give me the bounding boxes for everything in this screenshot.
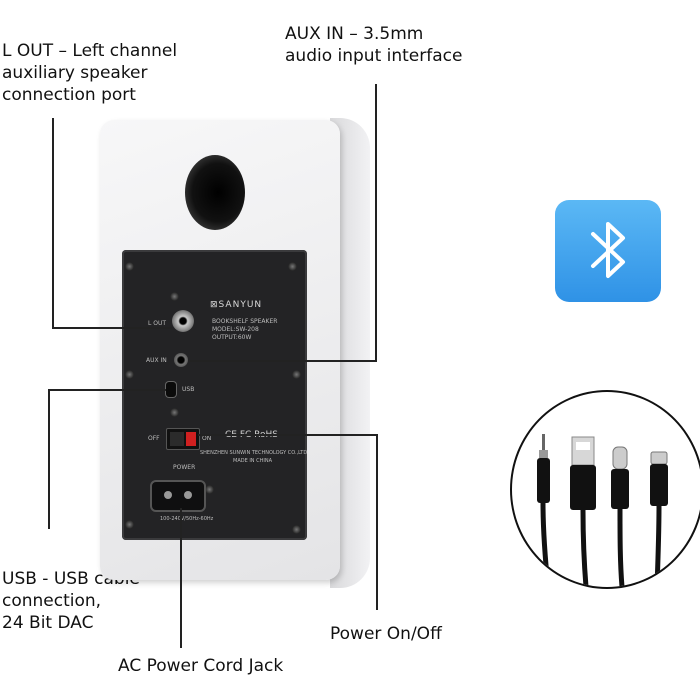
screw	[288, 262, 297, 271]
screw	[125, 262, 134, 271]
maker-line-1: SHENZHEN SUNWIN TECHNOLOGY CO.,LTD	[200, 450, 308, 456]
aux-leader-v	[375, 84, 377, 362]
ac-callout: AC Power Cord Jack	[118, 656, 284, 676]
aux-callout-line-2: audio input interface	[285, 46, 463, 66]
lout-panel-label: L OUT	[148, 320, 167, 327]
usb-leader-v	[48, 389, 50, 529]
power-panel-label: POWER	[173, 464, 196, 471]
screw	[292, 525, 301, 534]
maker-line-2: MADE IN CHINA	[233, 458, 273, 464]
lout-callout-line-1: L OUT – Left channel	[2, 41, 178, 61]
lout-callout-line-3: connection port	[2, 85, 136, 105]
usb-leader-h	[48, 389, 166, 391]
aux-callout-line-1: AUX IN – 3.5mm	[285, 24, 424, 44]
power-rating: 100-240V/50Hz-60Hz	[160, 516, 214, 522]
bluetooth-icon	[591, 222, 625, 278]
lout-callout: L OUT – Left channel auxiliary speaker c…	[2, 40, 177, 106]
model-line-2: MODEL:SW-208	[212, 326, 259, 333]
screw	[292, 370, 301, 379]
ac-leader-v	[180, 508, 182, 648]
bass-port	[185, 155, 245, 230]
usb-panel-label: USB	[182, 386, 195, 393]
brand-name: SANYUN	[218, 300, 263, 310]
ac-power-jack[interactable]	[150, 480, 206, 512]
lout-callout-line-2: auxiliary speaker	[2, 63, 148, 83]
power-switch[interactable]	[166, 428, 200, 450]
switch-on-half	[186, 432, 196, 446]
switch-off-half	[170, 432, 184, 446]
screw	[205, 485, 214, 494]
cables-illustration	[510, 390, 700, 589]
screw	[170, 292, 179, 301]
audio-3.5mm-plug-icon	[537, 434, 551, 587]
power-leader-h	[198, 434, 378, 436]
model-line-3: OUTPUT:60W	[212, 334, 252, 341]
usb-port[interactable]	[166, 382, 176, 397]
usb-c-plug-icon	[611, 446, 629, 587]
bluetooth-badge	[555, 200, 661, 302]
aux-in-jack[interactable]	[174, 353, 188, 367]
off-label: OFF	[148, 435, 160, 442]
lout-leader-v	[52, 118, 54, 328]
lout-leader-h	[52, 327, 172, 329]
usb-callout-line-2: connection,	[2, 591, 102, 611]
usb-callout-line-3: 24 Bit DAC	[2, 613, 94, 633]
usb-a-plug-icon	[570, 436, 596, 587]
aux-panel-label: AUX IN	[146, 357, 167, 364]
power-leader-v	[376, 434, 378, 610]
screw	[170, 408, 179, 417]
micro-usb-plug-icon	[650, 451, 668, 587]
lout-jack[interactable]	[172, 310, 194, 332]
on-label: ON	[202, 435, 212, 442]
aux-leader-h	[190, 360, 377, 362]
brand-logo: ⊠SANYUN	[210, 300, 263, 310]
model-line-1: BOOKSHELF SPEAKER	[212, 318, 278, 325]
power-callout: Power On/Off	[330, 624, 442, 644]
screw	[125, 370, 134, 379]
aux-callout: AUX IN – 3.5mm audio input interface	[285, 23, 462, 67]
screw	[125, 520, 134, 529]
